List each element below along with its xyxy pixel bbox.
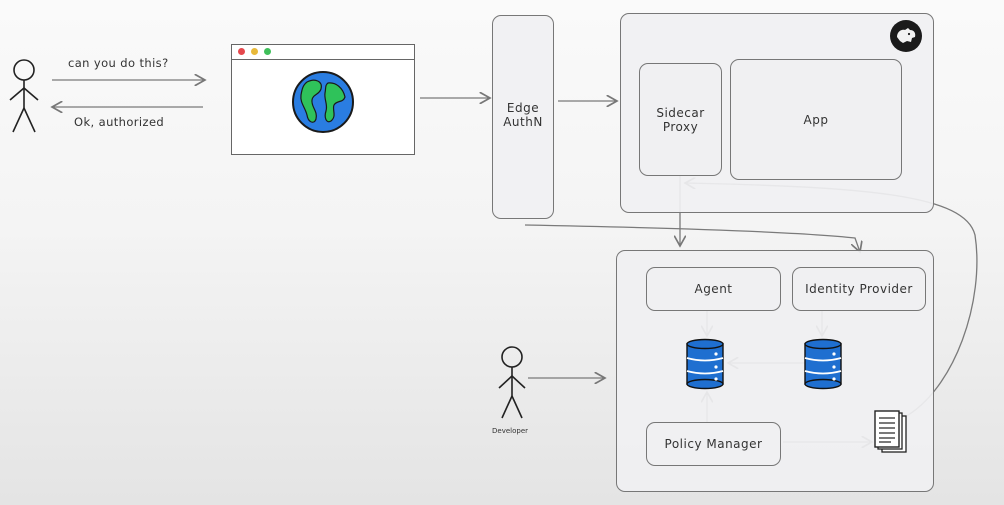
policy-manager-label: Policy Manager (664, 437, 763, 451)
sidecar-proxy-label: Sidecar Proxy (656, 106, 705, 134)
agent-label: Agent (694, 282, 733, 296)
user-figure-icon (9, 59, 39, 133)
agent-database-icon (686, 338, 724, 390)
developer-label: Developer (492, 427, 529, 435)
identity-provider-box (792, 267, 926, 311)
policy-manager-box (646, 422, 781, 466)
browser-titlebar (232, 45, 414, 60)
close-dot-icon (238, 48, 245, 55)
edge-authn-label: Edge AuthN (503, 101, 543, 129)
identity-provider-label: Identity Provider (805, 282, 913, 296)
request-label: can you do this? (68, 56, 169, 70)
globe-icon (292, 71, 354, 133)
maximize-dot-icon (264, 48, 271, 55)
reply-label: Ok, authorized (74, 115, 165, 129)
sidecar-proxy-box (639, 63, 722, 176)
edge-authn-box (492, 15, 554, 219)
minimize-dot-icon (251, 48, 258, 55)
app-label: App (803, 113, 829, 127)
agent-box (646, 267, 781, 311)
policy-document-icon (874, 410, 907, 453)
app-box (730, 59, 902, 180)
bear-logo-icon (890, 20, 922, 52)
edge-to-idp-arrow (524, 224, 860, 252)
developer-figure-icon (498, 346, 526, 419)
idp-database-icon (804, 338, 842, 390)
browser-window (231, 44, 415, 155)
